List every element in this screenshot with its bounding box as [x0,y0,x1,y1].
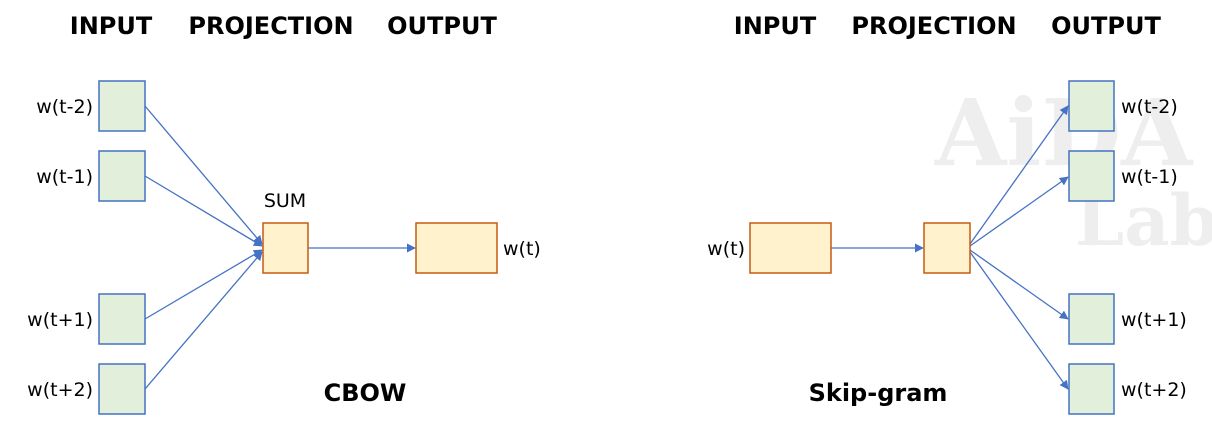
skipgram-arrow-output-1 [969,105,1069,245]
skipgram-projection-header: PROJECTION [851,12,1016,40]
skipgram-output-label-3: w(t+1) [1121,309,1187,331]
skipgram-output-box-1 [1068,80,1115,132]
skipgram-output-box-4 [1068,363,1115,415]
skipgram-arrow-output-2 [969,176,1069,247]
skipgram-output-label-2: w(t-1) [1121,166,1178,188]
skipgram-arrow-output-3 [969,249,1069,320]
skipgram-projection-box [923,222,971,274]
skipgram-output-box-2 [1068,150,1115,202]
cbow-projection-header: PROJECTION [188,12,353,40]
skipgram-input-box [749,222,832,274]
watermark: AiDA Lab [934,79,1212,262]
cbow-input-box-3 [98,293,146,345]
skipgram-input-label: w(t) [707,238,745,260]
cbow-sum-label: SUM [264,190,306,212]
cbow-input-box-2 [98,150,146,202]
cbow-arrow-input-2 [144,175,263,247]
cbow-diagram: INPUT PROJECTION OUTPUT w(t-2) w(t-1) w(… [27,12,541,415]
cbow-arrows [144,105,416,390]
skipgram-output-label-1: w(t-2) [1121,96,1178,118]
cbow-input-box-1 [98,80,146,132]
watermark-line-1: AiDA [934,79,1194,187]
cbow-input-label-1: w(t-2) [36,96,93,118]
cbow-output-box [415,222,498,274]
cbow-input-label-3: w(t+1) [27,309,93,331]
cbow-arrow-input-1 [144,105,263,245]
cbow-projection-box [262,222,309,274]
cbow-output-label: w(t) [503,238,541,260]
skipgram-input-header: INPUT [734,12,817,40]
cbow-arrow-input-3 [144,249,263,320]
cbow-input-label-2: w(t-1) [36,166,93,188]
skipgram-output-label-4: w(t+2) [1121,379,1187,401]
skipgram-arrow-output-4 [969,251,1069,390]
cbow-title: CBOW [324,379,407,407]
cbow-output-header: OUTPUT [387,12,497,40]
cbow-arrow-input-4 [144,251,263,390]
skipgram-output-header: OUTPUT [1051,12,1161,40]
skipgram-output-box-3 [1068,293,1115,345]
cbow-input-box-4 [98,363,146,415]
skipgram-title: Skip-gram [809,379,948,407]
cbow-input-header: INPUT [70,12,153,40]
skipgram-arrows [831,105,1069,390]
cbow-input-label-4: w(t+2) [27,379,93,401]
skipgram-diagram: INPUT PROJECTION OUTPUT w(t) w(t-2) w(t-… [707,12,1187,415]
